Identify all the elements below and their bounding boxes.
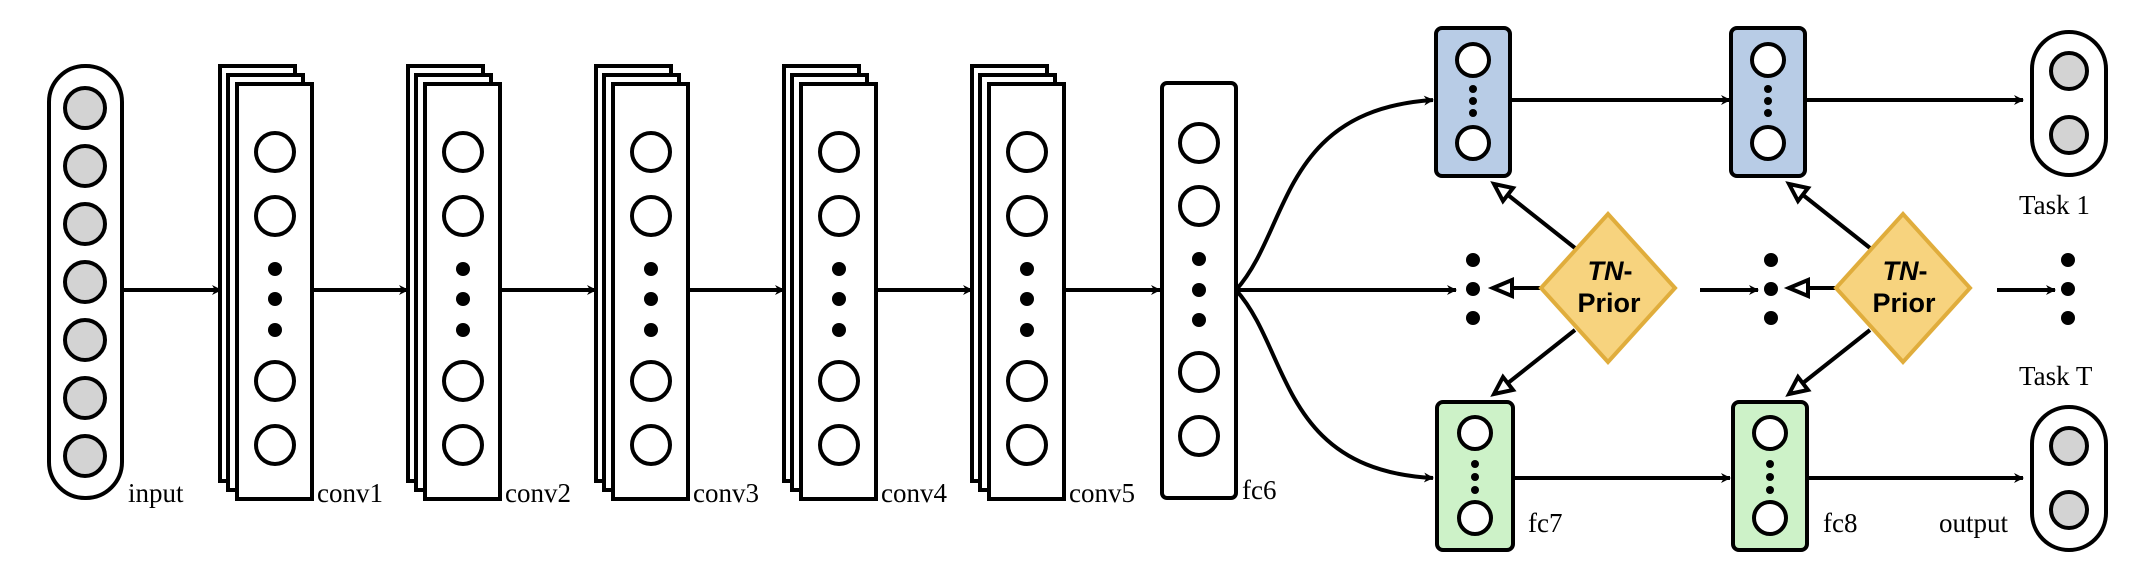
conv1-label: conv1 [317, 478, 383, 508]
input-node [63, 86, 107, 130]
arrow-fc6-fc7-task1 [1234, 95, 1434, 292]
trunk-arrows [122, 95, 2056, 483]
fc6-layer: fc6 [1160, 81, 1276, 505]
neuron [630, 360, 672, 402]
input-node [63, 434, 107, 478]
output-label: output [1939, 508, 2009, 538]
neuron [818, 195, 860, 237]
neuron [442, 195, 484, 237]
tn-prior-2-word: Prior [1872, 288, 1936, 318]
ellipsis-dot [644, 323, 658, 337]
ellipsis-dot [268, 292, 282, 306]
neuron [254, 195, 296, 237]
conv4-layer: conv4 [782, 64, 947, 508]
input-node [63, 260, 107, 304]
ellipsis-dot [1020, 262, 1034, 276]
ellipsis-dot [456, 323, 470, 337]
neuron [254, 424, 296, 466]
prior1-to-fc7-taskT [1506, 328, 1577, 385]
neuron [818, 131, 860, 173]
conv4-label: conv4 [881, 478, 947, 508]
input-layer: input [47, 64, 184, 508]
input-node [63, 376, 107, 420]
ellipsis-dot [268, 323, 282, 337]
conv3-layer: conv3 [594, 64, 759, 508]
neuron [630, 195, 672, 237]
fc8-middle-dots [1764, 253, 1778, 325]
neuron [630, 424, 672, 466]
ellipsis-dot [644, 262, 658, 276]
ellipsis-dot [1020, 323, 1034, 337]
tn-prior-node-1: TN- Prior [1538, 211, 1678, 365]
conv1-layer: conv1 [218, 64, 383, 508]
fc6-label: fc6 [1242, 475, 1276, 505]
ellipsis-dot [456, 262, 470, 276]
conv5-layer: conv5 [970, 64, 1135, 508]
input-nodes [63, 86, 107, 478]
neuron [1006, 195, 1048, 237]
neuron [254, 360, 296, 402]
fc7-label: fc7 [1528, 508, 1562, 538]
input-node [63, 318, 107, 362]
arrow-fc6-fc7-taskT [1234, 288, 1434, 483]
fc8-task1-layer [1729, 26, 1807, 178]
tn-prior-2-top: TN- [1883, 256, 1928, 286]
ellipsis-dot [832, 323, 846, 337]
input-node [63, 202, 107, 246]
neuron [442, 131, 484, 173]
neuron [442, 360, 484, 402]
fc8-label: fc8 [1823, 508, 1857, 538]
neuron [254, 131, 296, 173]
conv-layers: conv1 conv2 conv3 conv4 conv5 [218, 64, 1135, 508]
prior2-to-fc8-taskT [1801, 328, 1872, 385]
fc7-task1-layer [1434, 26, 1512, 178]
fc8-taskT-layer: fc8 [1731, 400, 1857, 552]
prior1-to-fc7-task1 [1506, 193, 1577, 250]
input-label: input [128, 478, 184, 508]
conv2-label: conv2 [505, 478, 571, 508]
ellipsis-dot [644, 292, 658, 306]
fc7-taskT-layer: fc7 [1435, 400, 1562, 552]
tn-prior-1-top: TN- [1588, 256, 1633, 286]
neuron [1006, 424, 1048, 466]
conv2-layer: conv2 [406, 64, 571, 508]
neuron [818, 424, 860, 466]
ellipsis-dot [268, 262, 282, 276]
tn-prior-node-2: TN- Prior [1833, 211, 1973, 365]
prior2-to-fc8-task1 [1801, 193, 1872, 250]
output-task1: Task 1 [2019, 30, 2108, 220]
neuron [630, 131, 672, 173]
task1-label: Task 1 [2019, 190, 2090, 220]
taskT-label: Task T [2019, 361, 2093, 391]
neuron [1006, 360, 1048, 402]
neuron [818, 360, 860, 402]
neuron [442, 424, 484, 466]
neuron [1006, 131, 1048, 173]
fc7-middle-dots [1466, 253, 1480, 325]
input-node [63, 144, 107, 188]
ellipsis-dot [832, 292, 846, 306]
output-middle-dots [2061, 253, 2075, 325]
conv5-label: conv5 [1069, 478, 1135, 508]
ellipsis-dot [456, 292, 470, 306]
ellipsis-dot [1020, 292, 1034, 306]
conv3-label: conv3 [693, 478, 759, 508]
tn-prior-1-word: Prior [1577, 288, 1641, 318]
ellipsis-dot [832, 262, 846, 276]
output-taskT: Task T output [1939, 361, 2108, 552]
prior-connectors [1487, 181, 1872, 397]
